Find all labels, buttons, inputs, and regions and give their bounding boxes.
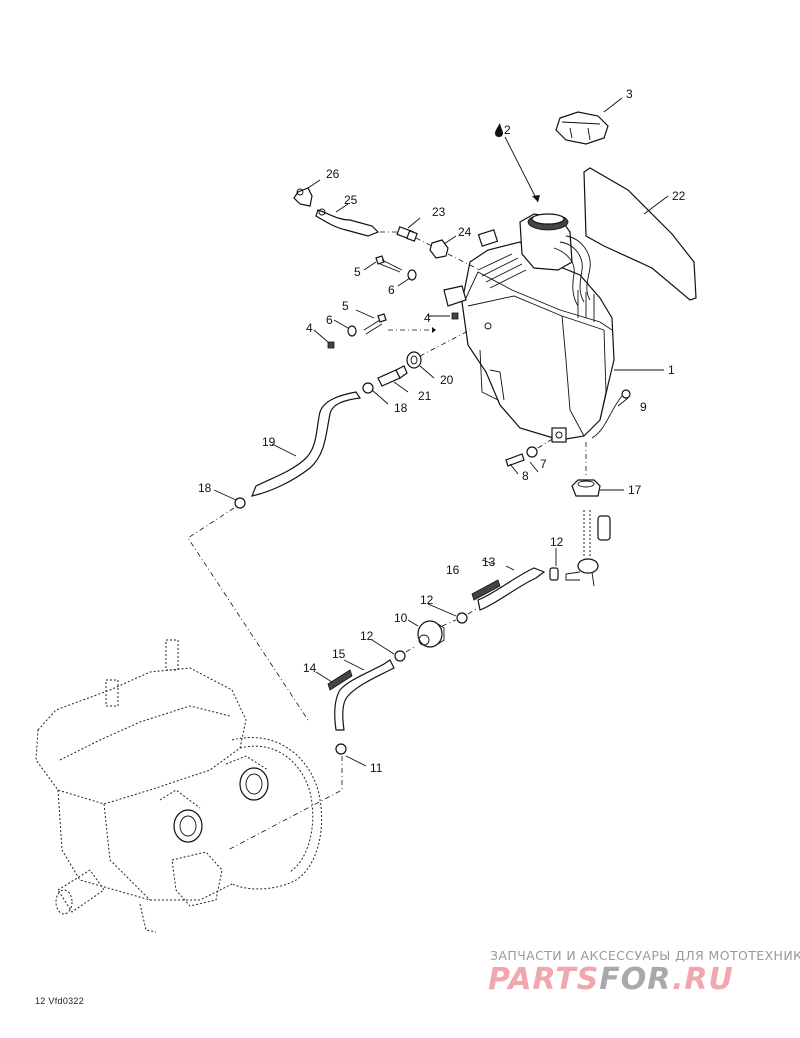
callout-1: 1 <box>668 363 675 377</box>
bolt-5-upper[interactable] <box>375 255 403 273</box>
callout-24: 24 <box>458 225 472 239</box>
callout-18-upper: 18 <box>394 401 408 415</box>
grommet-17[interactable] <box>571 479 601 497</box>
vent-cap[interactable] <box>293 187 313 207</box>
callout-15: 15 <box>332 647 346 661</box>
callout-17: 17 <box>628 483 642 497</box>
washer-7[interactable] <box>526 446 538 458</box>
oil-pickup-fitting[interactable] <box>565 510 611 587</box>
grommet-9[interactable] <box>621 389 631 399</box>
grommet-24[interactable] <box>429 239 449 259</box>
callout-4-left: 4 <box>306 321 313 335</box>
watermark-brand-for: FOR <box>599 962 672 997</box>
protective-spring-16[interactable] <box>471 579 501 601</box>
clamp-12-low[interactable] <box>394 650 406 662</box>
oil-filter[interactable] <box>417 620 445 648</box>
callout-23: 23 <box>432 205 446 219</box>
leader-lines <box>213 97 669 767</box>
callout-7: 7 <box>540 457 547 471</box>
callout-14: 14 <box>303 661 317 675</box>
oil-hose-13[interactable] <box>477 567 546 611</box>
callout-11: 11 <box>370 761 383 775</box>
callout-22: 22 <box>672 189 686 203</box>
grommet-20[interactable] <box>406 351 422 369</box>
clamp-18-lower[interactable] <box>234 497 246 509</box>
washer-6-upper[interactable] <box>407 269 417 281</box>
callout-26: 26 <box>326 167 340 181</box>
callout-13: 13 <box>482 555 496 569</box>
nut-4-tank[interactable] <box>451 312 459 320</box>
watermark-brand-parts: PARTS <box>488 962 600 997</box>
callout-10: 10 <box>394 611 408 625</box>
check-valve[interactable] <box>377 365 408 387</box>
tank-cap[interactable] <box>555 111 609 145</box>
oil-hose-15[interactable] <box>334 659 395 731</box>
callout-3: 3 <box>626 87 633 101</box>
callout-labels: 1 2 3 4 4 5 5 6 6 7 8 9 10 11 12 12 12 1… <box>198 87 686 775</box>
watermark-brand: PARTSFOR.RU <box>488 962 734 997</box>
arrow-icon <box>432 327 436 333</box>
oil-tank[interactable] <box>443 213 615 443</box>
callout-4-tank: 4 <box>424 311 431 325</box>
watermark-brand-ru: .RU <box>671 962 734 997</box>
callout-21: 21 <box>418 389 432 403</box>
connector[interactable] <box>396 226 418 242</box>
bolt-8[interactable] <box>505 453 525 467</box>
callout-9: 9 <box>640 400 647 414</box>
callout-12-top: 12 <box>550 535 564 549</box>
callout-12-mid: 12 <box>420 593 434 607</box>
callout-6-lower: 6 <box>326 313 333 327</box>
callout-5-lower: 5 <box>342 299 349 313</box>
callout-6-upper: 6 <box>388 283 395 297</box>
callout-12-low: 12 <box>360 629 374 643</box>
clamp-11[interactable] <box>335 743 347 755</box>
clamp-18-upper[interactable] <box>362 382 374 394</box>
watermark-subtitle: ЗАПЧАСТИ И АКСЕССУАРЫ ДЛЯ МОТОТЕХНИКИ <box>490 948 800 963</box>
bolt-5-lower[interactable] <box>363 313 387 335</box>
clamp-12-mid[interactable] <box>456 612 468 624</box>
vent-hose-upper[interactable] <box>315 208 380 237</box>
callout-8: 8 <box>522 469 529 483</box>
washer-6-lower[interactable] <box>347 325 357 337</box>
engine <box>35 639 323 933</box>
callout-19: 19 <box>262 435 276 449</box>
callout-2: 2 <box>504 123 511 137</box>
decal[interactable] <box>583 167 697 301</box>
callout-18-lower: 18 <box>198 481 212 495</box>
callout-16: 16 <box>446 563 460 577</box>
drop-icon <box>495 123 503 137</box>
drawing-reference-code: 12 Vfd0322 <box>35 996 85 1006</box>
protective-spring-14[interactable] <box>327 669 353 691</box>
callout-25: 25 <box>344 193 358 207</box>
callout-20: 20 <box>440 373 454 387</box>
callout-5-upper: 5 <box>354 265 361 279</box>
vent-hose-19[interactable] <box>251 391 362 497</box>
nut-4-left[interactable] <box>327 341 335 349</box>
clamp-12-top[interactable] <box>549 567 559 581</box>
